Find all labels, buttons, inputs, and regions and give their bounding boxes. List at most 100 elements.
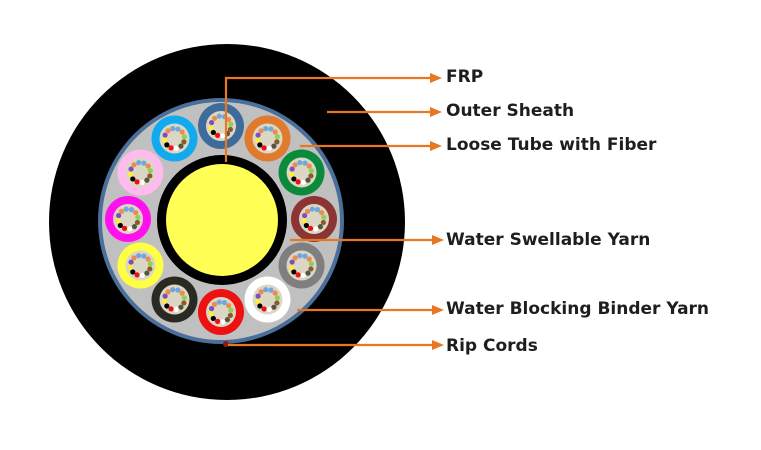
fiber <box>297 160 303 166</box>
fiber <box>304 208 311 214</box>
fiber <box>295 179 301 185</box>
fiber <box>227 312 233 319</box>
fiber <box>300 272 306 278</box>
fiber <box>123 206 129 212</box>
fiber <box>145 163 151 169</box>
label-rip-cords: Rip Cords <box>446 336 538 356</box>
fiber <box>179 129 185 135</box>
fiber <box>302 160 308 166</box>
fiber <box>289 171 295 177</box>
fiber <box>257 142 263 148</box>
fiber <box>274 134 280 140</box>
fiber <box>117 222 123 229</box>
fiber <box>139 179 145 185</box>
fiber <box>291 269 297 275</box>
fiber <box>147 261 153 267</box>
fiber <box>181 295 187 301</box>
fiber <box>261 145 267 151</box>
loose-tube <box>278 149 325 196</box>
fiber <box>228 121 234 127</box>
label-loose-tube: Loose Tube with Fiber <box>446 135 657 155</box>
loose-tube <box>117 242 164 289</box>
fiber <box>181 139 187 145</box>
fiber <box>127 226 133 232</box>
fiber <box>274 139 280 145</box>
fiber <box>208 311 214 317</box>
arrowhead-icon <box>432 340 444 350</box>
fiber <box>224 317 231 323</box>
fiber <box>209 305 215 312</box>
loose-tube <box>278 242 325 289</box>
fiber <box>168 145 174 151</box>
fiber <box>136 160 142 166</box>
fiber <box>164 303 170 309</box>
fiber <box>173 145 179 151</box>
fiber <box>179 290 185 296</box>
fiber <box>162 298 168 304</box>
rip-cord <box>223 341 229 347</box>
fiber <box>292 255 298 261</box>
loose-tube <box>244 276 291 323</box>
fiber <box>303 222 309 229</box>
arrowhead-icon <box>430 107 442 117</box>
fiber <box>210 129 216 136</box>
loose-tube <box>151 115 198 162</box>
fiber <box>130 269 136 275</box>
fiber <box>144 177 150 183</box>
fiber <box>175 126 181 132</box>
fiber <box>228 307 234 313</box>
fiber <box>301 218 307 224</box>
fiber <box>289 259 295 265</box>
arrowhead-icon <box>432 305 444 315</box>
fiber <box>295 272 301 278</box>
fiber <box>272 290 278 296</box>
fiber <box>266 306 272 312</box>
fiber <box>274 300 280 306</box>
arrowhead-icon <box>430 141 442 151</box>
fiber <box>268 126 274 132</box>
fiber <box>274 295 280 301</box>
fiber <box>175 287 181 293</box>
fiber <box>131 162 137 168</box>
fiber <box>121 225 128 231</box>
fiber <box>128 264 134 270</box>
fiber <box>216 113 222 119</box>
fiber <box>133 209 139 216</box>
fiber <box>141 160 147 166</box>
fiber <box>134 219 140 226</box>
label-outer-sheath: Outer Sheath <box>446 101 575 121</box>
fiber <box>320 219 326 226</box>
fiber <box>263 126 269 132</box>
fiber <box>181 300 187 306</box>
fiber <box>162 293 168 299</box>
fiber <box>308 168 314 174</box>
fiber <box>258 289 264 295</box>
fiber <box>131 224 138 230</box>
fiber <box>216 299 222 305</box>
frp-arrow <box>224 76 432 162</box>
fiber <box>128 166 134 172</box>
fiber <box>292 162 298 168</box>
fiber <box>130 176 136 182</box>
fiber <box>226 302 232 309</box>
fiber <box>168 306 174 312</box>
fiber <box>300 179 306 185</box>
fiber <box>271 304 277 310</box>
fiber <box>258 128 264 134</box>
fiber <box>268 287 274 293</box>
fiber <box>214 318 221 324</box>
fiber <box>211 115 218 121</box>
loose-tube <box>117 149 164 196</box>
fiber <box>289 166 295 172</box>
fiber <box>255 132 261 138</box>
fiber <box>136 253 142 259</box>
fiber <box>220 319 226 325</box>
fiber <box>313 226 319 232</box>
loose-tube <box>244 115 291 162</box>
fiber <box>147 173 153 179</box>
fiber <box>321 214 327 220</box>
fiber <box>309 206 315 212</box>
loose-tube <box>105 196 151 242</box>
fiber <box>128 171 134 177</box>
